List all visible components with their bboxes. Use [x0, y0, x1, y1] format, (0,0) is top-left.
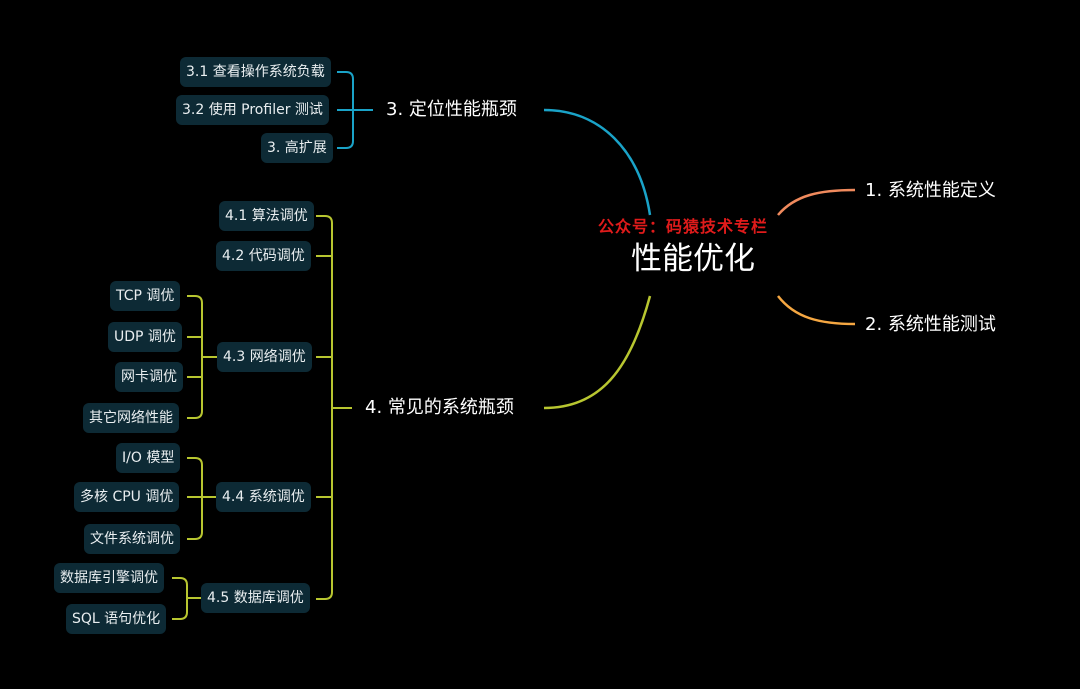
bracket-n45 [172, 577, 202, 620]
node-os-load[interactable]: 3.1 查看操作系统负载 [180, 57, 331, 87]
link-root-branch3 [543, 108, 652, 216]
link-root-branch4 [543, 295, 652, 410]
node-system-tuning[interactable]: 4.4 系统调优 [216, 482, 311, 512]
node-other-network[interactable]: 其它网络性能 [83, 403, 179, 433]
node-db-engine[interactable]: 数据库引擎调优 [54, 563, 164, 593]
node-multicore-cpu[interactable]: 多核 CPU 调优 [74, 482, 180, 512]
root-topic[interactable]: 性能优化 [631, 241, 755, 277]
branch-common-bottlenecks[interactable]: 4. 常见的系统瓶颈 [365, 397, 514, 418]
node-database-tuning[interactable]: 4.5 数据库调优 [201, 583, 310, 613]
watermark-text: 公众号：码猿技术专栏 [598, 217, 769, 236]
link-root-branch2 [777, 295, 856, 326]
node-filesystem-tuning[interactable]: 文件系统调优 [84, 524, 180, 554]
node-algorithm-tuning[interactable]: 4.1 算法调优 [219, 201, 314, 231]
branch-locate-bottleneck[interactable]: 3. 定位性能瓶颈 [386, 99, 517, 120]
node-nic-tuning[interactable]: 网卡调优 [115, 362, 183, 392]
node-profiler-test[interactable]: 3.2 使用 Profiler 测试 [176, 95, 329, 125]
bracket-branch3 [337, 71, 373, 149]
bracket-branch4 [316, 215, 352, 600]
node-udp-tuning[interactable]: UDP 调优 [108, 322, 182, 352]
bracket-n44 [187, 457, 217, 540]
link-root-branch1 [777, 188, 856, 216]
node-tcp-tuning[interactable]: TCP 调优 [110, 281, 181, 311]
node-io-model[interactable]: I/O 模型 [116, 443, 181, 473]
branch-system-performance-definition[interactable]: 1. 系统性能定义 [865, 180, 996, 201]
node-code-tuning[interactable]: 4.2 代码调优 [216, 241, 311, 271]
bracket-n43 [187, 295, 217, 419]
node-sql-optimization[interactable]: SQL 语句优化 [66, 604, 167, 634]
branch-system-performance-testing[interactable]: 2. 系统性能测试 [865, 314, 996, 335]
node-network-tuning[interactable]: 4.3 网络调优 [217, 342, 312, 372]
node-high-scalability[interactable]: 3. 高扩展 [261, 133, 333, 163]
